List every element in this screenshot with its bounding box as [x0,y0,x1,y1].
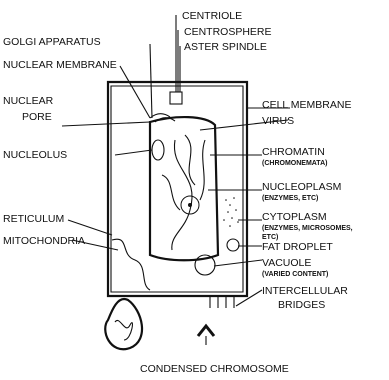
label-nucleoplasm: NUCLEOPLASM [262,181,341,193]
label-nucleolus: NUCLEOLUS [3,149,67,161]
centriole-box [170,92,182,104]
nucleus [150,117,218,260]
label-cell-membrane: CELL MEMBRANE [262,99,351,111]
label-chromatin-sub: (CHROMONEMATA) [262,160,327,167]
label-nucleoplasm-sub: (ENZYMES, ETC) [262,195,318,202]
condensed-chromosome [198,326,214,336]
label-nuclear-pore-1: NUCLEAR [3,95,54,107]
label-vacuole-sub: (VARIED CONTENT) [262,271,328,278]
label-intercellular-2: BRIDGES [278,299,325,311]
label-reticulum: RETICULUM [3,213,64,225]
label-centriole: CENTRIOLE [182,10,242,22]
mitochondrion [105,299,142,349]
label-virus: VIRUS [262,115,294,127]
label-nuclear-membrane: NUCLEAR MEMBRANE [3,59,117,71]
cytoplasm-stipple [223,197,239,227]
intercellular-bridges [210,296,234,308]
label-chromatin: CHROMATIN [262,146,325,158]
label-cytoplasm-sub-1: (ENZYMES, MICROSOMES, [262,225,353,232]
fat-droplet [227,239,239,251]
label-nuclear-pore-2: PORE [22,111,52,123]
cell-membrane-outline [108,82,247,296]
label-vacuole: VACUOLE [262,257,311,269]
nucleolus [152,140,164,160]
label-fat-droplet: FAT DROPLET [262,241,333,253]
label-condensed-chromosome: CONDENSED CHROMOSOME [140,363,289,375]
reticulum-strands [112,239,150,290]
label-centrosphere: CENTROSPHERE [184,26,272,38]
label-cytoplasm-sub-2: ETC) [262,234,278,241]
label-aster: ASTER SPINDLE [184,41,267,53]
label-golgi: GOLGI APPARATUS [3,36,101,48]
label-intercellular-1: INTERCELLULAR [262,285,348,297]
label-mitochondria: MITOCHONDRIA [3,235,85,247]
label-cytoplasm: CYTOPLASM [262,211,327,223]
chromatin-threads [172,140,192,250]
